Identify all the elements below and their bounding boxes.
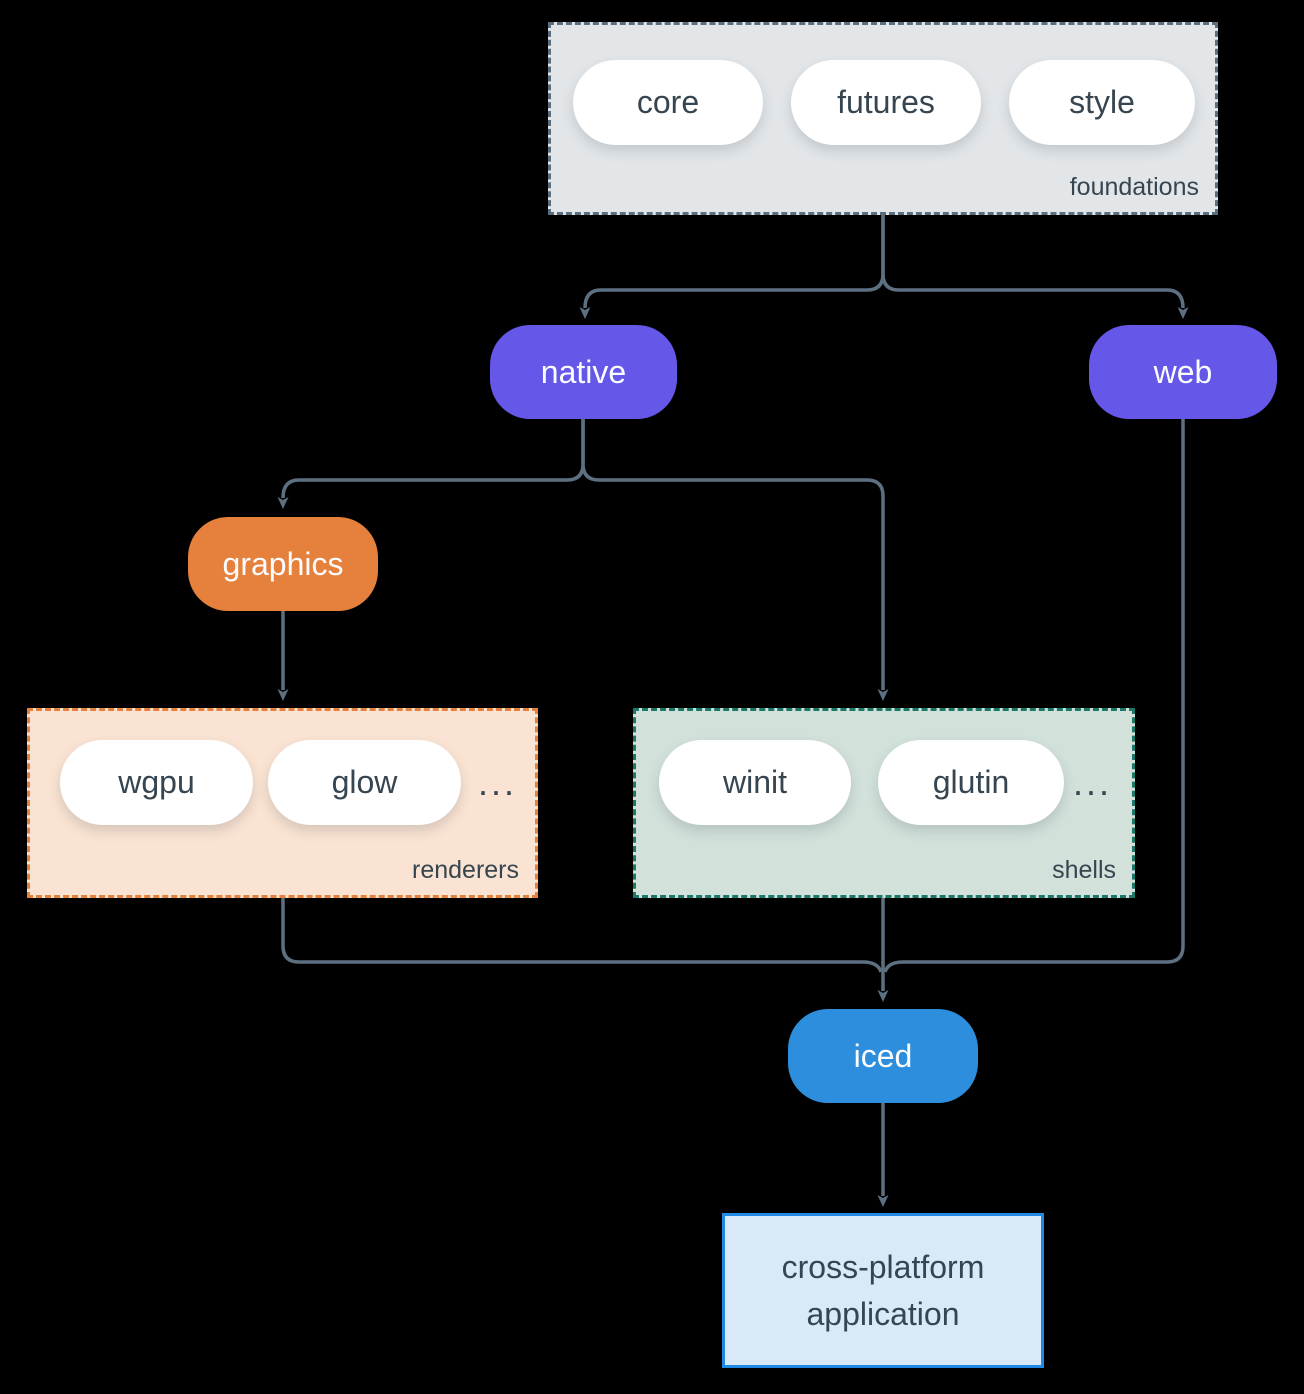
- node-core: core: [573, 60, 763, 145]
- edge-native-graphics: [277, 419, 585, 509]
- node-glow: glow: [268, 740, 461, 825]
- group-renderers-label: renderers: [412, 856, 519, 884]
- node-glutin: glutin: [878, 740, 1064, 825]
- edge-foundations-web: [881, 215, 1189, 319]
- group-renderers: wgpu glow ... renderers: [27, 708, 538, 898]
- node-iced-label: iced: [853, 1037, 913, 1074]
- shells-ellipsis: ...: [1072, 761, 1112, 803]
- edge-renderers-merge: [281, 898, 883, 973]
- node-web: web: [1089, 325, 1277, 419]
- node-web-label: web: [1153, 353, 1213, 390]
- node-application-label: cross-platform application: [781, 1248, 985, 1332]
- node-wgpu-label: wgpu: [118, 764, 195, 800]
- group-foundations: core futures style foundations: [548, 22, 1218, 215]
- node-futures-label: futures: [837, 84, 935, 120]
- edge-web-merge: [883, 419, 1185, 973]
- node-native: native: [490, 325, 677, 419]
- node-graphics-label: graphics: [222, 545, 344, 582]
- node-futures: futures: [791, 60, 981, 145]
- node-core-label: core: [636, 84, 700, 120]
- node-glutin-label: glutin: [932, 764, 1010, 800]
- node-application: cross-platform application: [722, 1213, 1044, 1368]
- group-foundations-label: foundations: [1069, 173, 1199, 201]
- renderers-ellipsis: ...: [477, 761, 517, 803]
- node-winit: winit: [659, 740, 851, 825]
- node-style-label: style: [1069, 84, 1135, 120]
- edge-native-shells: [581, 419, 889, 701]
- node-graphics: graphics: [188, 517, 378, 611]
- node-wgpu: wgpu: [60, 740, 253, 825]
- node-style: style: [1009, 60, 1195, 145]
- group-shells-label: shells: [1052, 856, 1116, 884]
- edge-foundations-native: [579, 215, 885, 319]
- node-glow-label: glow: [331, 764, 398, 800]
- group-shells: winit glutin ... shells: [633, 708, 1135, 898]
- node-iced: iced: [788, 1009, 978, 1103]
- node-native-label: native: [540, 353, 627, 390]
- node-winit-label: winit: [722, 764, 787, 800]
